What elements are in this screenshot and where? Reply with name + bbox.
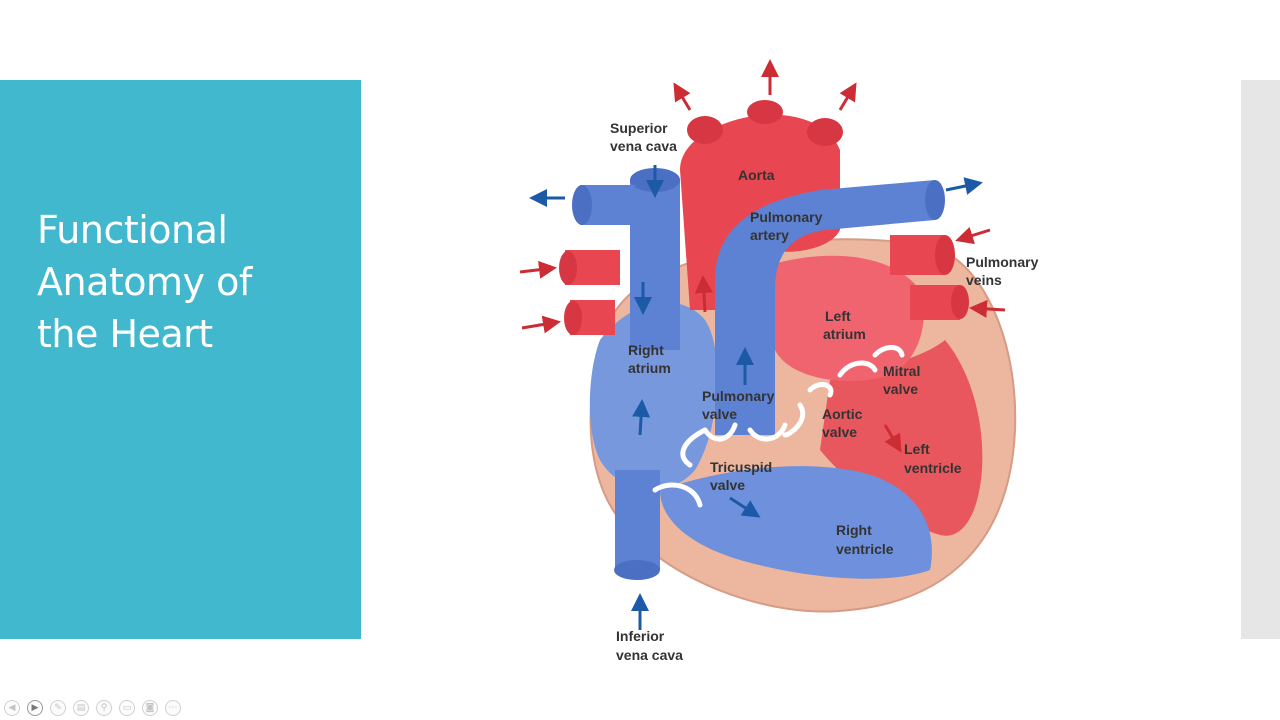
label-superior-vena-cava: Superior vena cava xyxy=(610,120,677,154)
label-pulmonary-artery: Pulmonary artery xyxy=(750,209,826,243)
heart-diagram: Superior vena cava Aorta Pulmonary arter… xyxy=(519,59,1042,663)
aortic-valve-flaps xyxy=(782,382,834,438)
svc-branch xyxy=(580,185,635,225)
camera-icon[interactable]: ◙ xyxy=(142,700,158,716)
superior-vena-cava-vessel xyxy=(630,180,680,350)
slide-title-line: Functional xyxy=(37,208,228,252)
label-aortic-valve: Aortic valve xyxy=(822,406,866,440)
flow-arrow-red xyxy=(521,315,561,334)
pulmonary-artery-vessel xyxy=(715,180,935,435)
slideshow-toolbar: ◀ ▶ ✎ ▤ ⚲ ▭ ◙ ⋯ xyxy=(4,699,181,717)
inferior-vena-cava-vessel xyxy=(615,470,660,570)
pulmonary-vein-left-lower xyxy=(570,300,615,335)
flow-arrow-red xyxy=(969,299,1006,318)
flow-arrow-red xyxy=(955,226,991,245)
pulmonary-vein-upper xyxy=(890,235,945,275)
pulmonary-vein-lower xyxy=(910,285,960,320)
aorta-branch-2 xyxy=(747,100,783,124)
slide-title-line: Anatomy of xyxy=(37,260,252,304)
flow-arrow-red xyxy=(883,424,902,453)
mitral-valve-flaps xyxy=(837,345,905,378)
play-icon[interactable]: ▶ xyxy=(27,700,43,716)
more-icon[interactable]: ⋯ xyxy=(165,700,181,716)
label-left-atrium: Left atrium xyxy=(823,308,866,342)
flow-arrow-blue xyxy=(632,399,651,436)
flow-arrow-red xyxy=(673,82,692,111)
label-right-ventricle: Right ventricle xyxy=(836,522,894,557)
label-aorta: Aorta xyxy=(738,167,775,183)
label-mitral-valve: Mitral valve xyxy=(883,363,924,397)
label-pulmonary-veins: Pulmonary veins xyxy=(966,254,1042,288)
label-right-atrium: Right atrium xyxy=(628,342,671,376)
title-panel xyxy=(0,80,361,639)
pulmonary-valve-flaps xyxy=(702,422,788,442)
flow-arrow-blue xyxy=(945,177,983,195)
label-left-ventricle: Left ventricle xyxy=(904,441,962,476)
zoom-icon[interactable]: ⚲ xyxy=(96,700,112,716)
aorta-branch-1 xyxy=(687,116,723,144)
label-inferior-vena-cava: Inferior vena cava xyxy=(616,628,683,663)
flow-arrow-red xyxy=(694,275,713,313)
label-pulmonary-valve: Pulmonary valve xyxy=(702,388,778,422)
subtitles-icon[interactable]: ▭ xyxy=(119,700,135,716)
right-ventricle-chamber xyxy=(660,466,932,579)
label-tricuspid-valve: Tricuspid valve xyxy=(710,459,776,493)
pen-icon[interactable]: ✎ xyxy=(50,700,66,716)
slide-title-line: the Heart xyxy=(37,312,213,356)
flow-arrow-blue xyxy=(729,496,761,518)
pulmonary-vein-left-upper xyxy=(565,250,620,285)
slide-title: Functional Anatomy of the Heart xyxy=(37,204,337,360)
tricuspid-valve-flaps xyxy=(652,427,708,508)
next-slide-edge xyxy=(1241,80,1280,639)
slides-icon[interactable]: ▤ xyxy=(73,700,89,716)
flow-arrow-red xyxy=(519,260,557,279)
previous-icon[interactable]: ◀ xyxy=(4,700,20,716)
aorta-branch-3 xyxy=(807,118,843,146)
flow-arrow-red xyxy=(838,82,857,111)
